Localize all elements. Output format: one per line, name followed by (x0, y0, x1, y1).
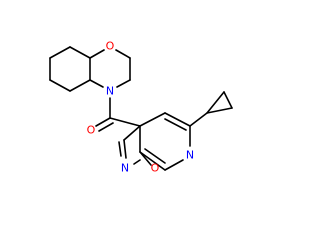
bond (69, 79, 91, 92)
bond (223, 91, 233, 109)
bond (206, 91, 225, 114)
atom-o-isoxazole: O (151, 162, 160, 175)
bond (69, 46, 91, 59)
bond (49, 79, 71, 92)
bond (164, 118, 187, 131)
bond (189, 112, 208, 127)
atom-n-isoxazole: N (121, 162, 129, 175)
bond (164, 112, 191, 127)
bond (144, 148, 166, 164)
amide-linker (95, 97, 141, 132)
bond (139, 112, 166, 127)
bond (123, 139, 127, 159)
bond (123, 125, 141, 141)
bond (89, 49, 105, 59)
bond (206, 107, 233, 114)
atom-n-pyridine: N (186, 149, 194, 162)
isoxazole-ring (118, 125, 152, 166)
bond (139, 151, 166, 171)
bond (109, 117, 141, 127)
structure-diagram: O N O N N O (49, 40, 233, 175)
atom-n-morpholine: N (106, 85, 114, 98)
molecule-canvas: O N O N N O (49, 40, 233, 175)
cyclohexane-ring (49, 46, 91, 92)
bond (95, 117, 111, 127)
bond (116, 79, 131, 88)
bond (89, 79, 104, 88)
atom-o-morpholine: O (106, 40, 115, 53)
morpholine-ring (89, 49, 131, 88)
bond (115, 49, 131, 59)
bond (118, 141, 122, 157)
bond (98, 122, 114, 132)
bond (49, 46, 71, 59)
bond (133, 159, 141, 165)
bond (164, 159, 184, 171)
atom-o-carbonyl: O (87, 124, 96, 137)
cyclopropyl-ring (189, 91, 233, 127)
bond (139, 151, 152, 166)
pyridine-ring (139, 112, 191, 171)
